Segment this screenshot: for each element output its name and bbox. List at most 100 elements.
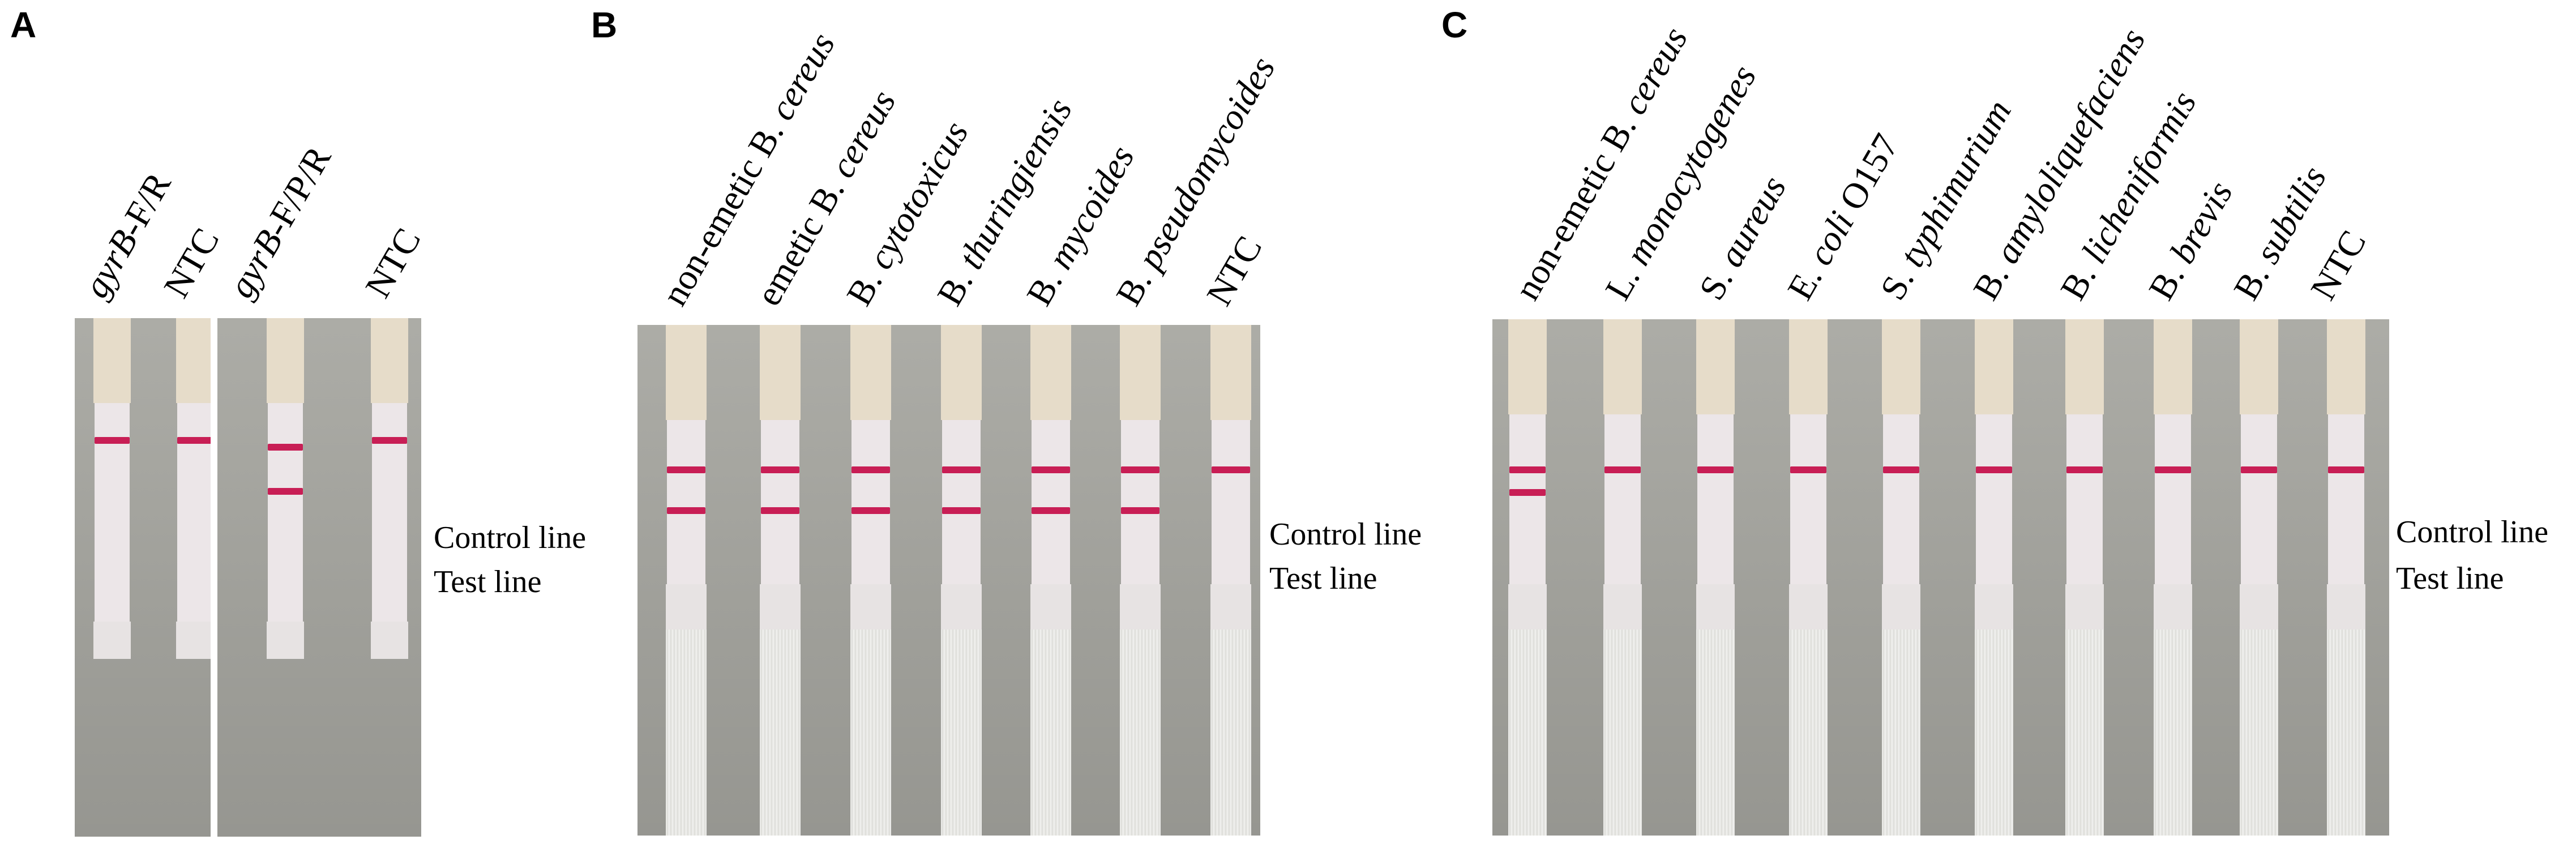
membrane-window: [667, 420, 705, 584]
absorbent-pad: [176, 622, 213, 659]
membrane-window: [851, 420, 890, 584]
panel-c-label-3: S. aureus: [1691, 169, 1794, 307]
absorbent-pad: [1210, 584, 1251, 629]
test-strip: [2065, 319, 2104, 836]
panel-c-label-8: B. brevis: [2141, 174, 2240, 307]
panel-b-photo: [637, 325, 1260, 836]
control-line-band: [1697, 466, 1734, 473]
test-line-band: [851, 507, 890, 514]
panel-c-control-line-label: Control line: [2396, 515, 2549, 550]
control-line-band: [1032, 466, 1070, 473]
conjugate-pad: [2240, 319, 2278, 414]
panel-b-label-7: NTC: [1199, 229, 1270, 312]
absorbent-pad: [1030, 584, 1071, 629]
test-strip: [176, 318, 213, 837]
panel-a-test-line-label: Test line: [434, 564, 542, 599]
panel-a-photo: [75, 318, 421, 837]
control-line-band: [2328, 466, 2364, 473]
absorbent-pad: [941, 584, 982, 629]
control-line-band: [851, 466, 890, 473]
conjugate-pad: [176, 318, 213, 403]
test-line-band: [1509, 489, 1546, 496]
conjugate-pad: [1696, 319, 1735, 414]
conjugate-pad: [941, 325, 982, 420]
panel-a-divider: [211, 318, 217, 837]
panel-a-control-line-label: Control line: [434, 520, 587, 555]
membrane-window: [267, 403, 303, 641]
absorbent-pad: [1120, 584, 1161, 629]
test-strip: [2154, 319, 2192, 836]
sample-pad: [1508, 629, 1547, 836]
absorbent-pad: [1508, 584, 1547, 629]
membrane-window: [1032, 420, 1070, 584]
sample-pad: [760, 629, 801, 836]
membrane-window: [1212, 420, 1250, 584]
absorbent-pad: [1882, 584, 1920, 629]
membrane-window: [1790, 414, 1826, 584]
panel-a-label-4: NTC: [357, 221, 429, 305]
membrane-window: [942, 420, 981, 584]
control-line-band: [761, 466, 799, 473]
membrane-window: [1883, 414, 1919, 584]
test-line-band: [267, 488, 303, 495]
membrane-window: [1509, 414, 1546, 584]
conjugate-pad: [1120, 325, 1161, 420]
control-line-band: [1976, 466, 2012, 473]
conjugate-pad: [267, 318, 304, 403]
sample-pad: [941, 629, 982, 836]
conjugate-pad: [1210, 325, 1251, 420]
panel-c-label-1: non-emetic B. cereus: [1507, 20, 1696, 307]
sample-pad: [2240, 629, 2278, 836]
test-strip: [1789, 319, 1828, 836]
sample-pad: [1882, 629, 1920, 836]
sample-pad: [1210, 629, 1251, 836]
conjugate-pad: [1882, 319, 1920, 414]
conjugate-pad: [1975, 319, 2013, 414]
test-strip: [1696, 319, 1735, 836]
sample-pad: [1603, 629, 1642, 836]
absorbent-pad: [2154, 584, 2192, 629]
panel-a-letter: A: [10, 5, 37, 45]
panel-b-letter: B: [591, 5, 618, 45]
absorbent-pad: [1975, 584, 2013, 629]
test-strip: [1882, 319, 1920, 836]
control-line-band: [1212, 466, 1250, 473]
membrane-window: [2155, 414, 2191, 584]
membrane-window: [1697, 414, 1734, 584]
absorbent-pad: [1789, 584, 1828, 629]
conjugate-pad: [1603, 319, 1642, 414]
conjugate-pad: [1508, 319, 1547, 414]
test-strip: [1120, 325, 1161, 836]
membrane-window: [1604, 414, 1641, 584]
conjugate-pad: [1030, 325, 1071, 420]
test-strip: [93, 318, 131, 837]
conjugate-pad: [850, 325, 891, 420]
test-strip: [1508, 319, 1547, 836]
test-strip: [2240, 319, 2278, 836]
absorbent-pad: [267, 622, 304, 659]
sample-pad: [1696, 629, 1735, 836]
test-strip: [666, 325, 707, 836]
absorbent-pad: [1696, 584, 1735, 629]
panel-a-label-3: gyrB-F/P/R: [220, 139, 339, 305]
test-line-band: [1121, 507, 1159, 514]
panel-b-control-line-label: Control line: [1269, 517, 1422, 552]
absorbent-pad: [93, 622, 131, 659]
control-line-band: [1121, 466, 1159, 473]
panel-c-letter: C: [1441, 5, 1468, 45]
absorbent-pad: [371, 622, 408, 659]
test-strip: [1603, 319, 1642, 836]
test-strip: [2327, 319, 2365, 836]
control-line-band: [942, 466, 981, 473]
sample-pad: [1120, 629, 1161, 836]
test-strip: [1210, 325, 1251, 836]
test-line-band: [1032, 507, 1070, 514]
absorbent-pad: [850, 584, 891, 629]
sample-pad: [2065, 629, 2104, 836]
panel-b-label-1: non-emetic B. cereus: [654, 25, 843, 312]
absorbent-pad: [1603, 584, 1642, 629]
control-line-band: [177, 437, 213, 444]
control-line-band: [1790, 466, 1826, 473]
conjugate-pad: [760, 325, 801, 420]
test-strip: [760, 325, 801, 836]
